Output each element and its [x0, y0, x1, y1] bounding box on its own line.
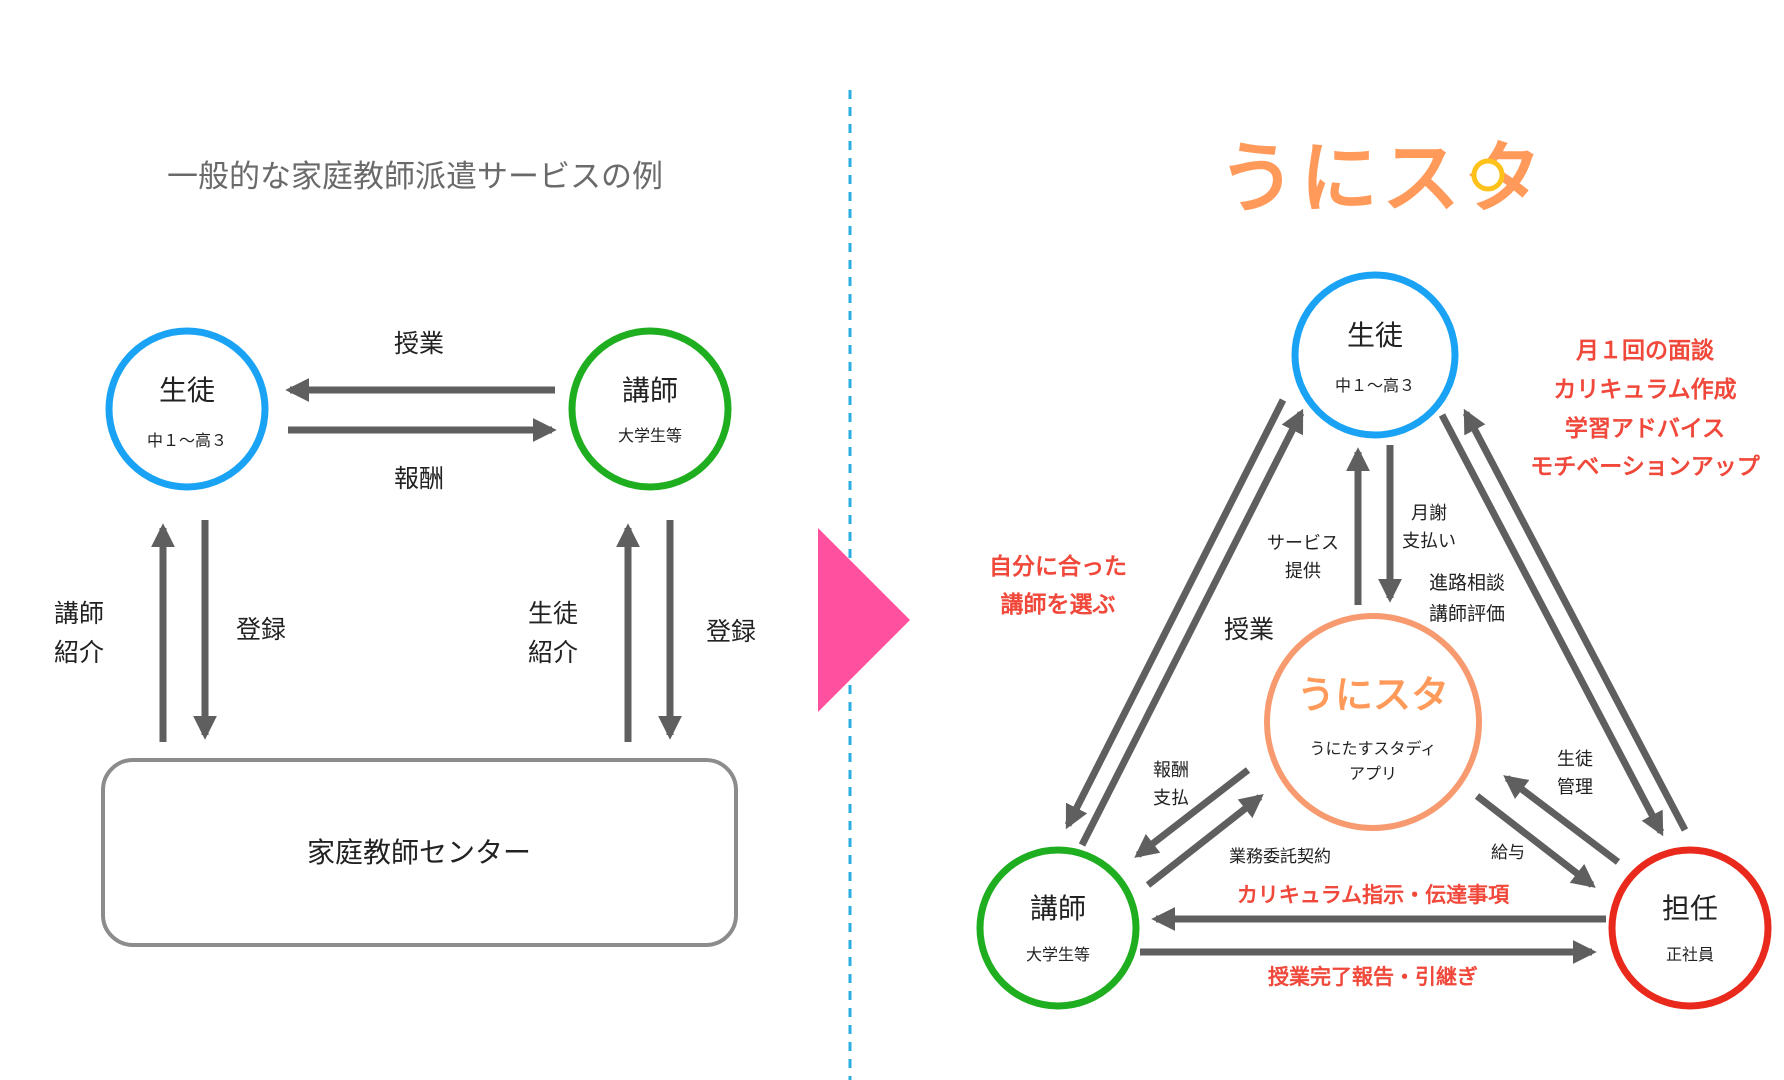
right-app-node: うにスタ うにたすスタディ アプリ: [1264, 613, 1482, 831]
transition-chevron: [818, 528, 910, 712]
consult-label-2: 講師評価: [1429, 603, 1505, 625]
tutor-ring: [568, 327, 732, 491]
student-grade: 中１〜高３: [1335, 376, 1415, 395]
student-name: 生徒: [159, 374, 215, 407]
monthly-label-1: 月謝: [1411, 503, 1447, 524]
tutor-sub: 大学生等: [618, 426, 682, 445]
lesson-label: 授業: [1224, 615, 1274, 644]
tutor-name: 講師: [622, 374, 678, 407]
homeroom-sub: 正社員: [1666, 945, 1714, 964]
student-mgmt-label-1: 生徒: [1557, 749, 1593, 770]
reward-label: 報酬: [394, 464, 444, 493]
student-ring: [1291, 271, 1459, 439]
student-to-homeroom-arrow: [1438, 413, 1665, 837]
salary-label: 給与: [1491, 843, 1525, 863]
register-right-label: 登録: [706, 617, 756, 646]
homeroom-role-1: 月１回の面談: [1575, 337, 1715, 364]
tutor-sub: 大学生等: [1026, 945, 1090, 964]
sun-icon: [1471, 158, 1505, 192]
app-ring: [1264, 613, 1482, 831]
homeroom-role-3: 学習アドバイス: [1565, 415, 1725, 442]
curriculum-instruction-label: カリキュラム指示・伝達事項: [1237, 883, 1510, 907]
left-center-node: 家庭教師センター: [101, 758, 738, 947]
app-logo: うにスタ: [1297, 673, 1449, 717]
center-name: 家庭教師センター: [307, 836, 531, 869]
reward-label-1: 報酬: [1153, 760, 1189, 781]
service-label-1: サービス: [1267, 533, 1339, 554]
right-panel: うにスタ 生徒 中１〜高３ 講師 大学生等 担任 正社員 うにスタ うにたすスタ…: [976, 134, 1772, 1010]
homeroom-ring: [1608, 846, 1772, 1010]
tutor-name: 講師: [1030, 892, 1086, 925]
choose-tutor-label-2: 講師を選ぶ: [1001, 591, 1116, 618]
lesson-report-label: 授業完了報告・引継ぎ: [1268, 965, 1478, 989]
reward-label-2: 支払: [1153, 788, 1189, 809]
homeroom-role-2: カリキュラム作成: [1553, 377, 1736, 403]
student-intro-label-2: 紹介: [528, 638, 578, 667]
right-student-node: 生徒 中１〜高３: [1291, 271, 1459, 439]
lesson-label: 授業: [394, 329, 444, 358]
left-panel: 一般的な家庭教師派遣サービスの例 生徒 中１〜高３ 講師 大学生等 家庭教師セン…: [54, 159, 756, 947]
reward-payment-arrow: [1134, 767, 1251, 858]
left-student-node: 生徒 中１〜高３: [105, 327, 269, 491]
contract-label: 業務委託契約: [1229, 847, 1331, 867]
student-management-arrow: [1503, 775, 1621, 865]
homeroom-to-student-arrow: [1462, 408, 1689, 832]
homeroom-name: 担任: [1662, 892, 1718, 925]
register-left-label: 登録: [236, 615, 286, 644]
left-title: 一般的な家庭教師派遣サービスの例: [167, 159, 663, 195]
tutor-ring: [976, 846, 1140, 1010]
app-name-1: うにたすスタディ: [1310, 739, 1437, 758]
student-name: 生徒: [1347, 319, 1403, 352]
student-to-tutor-arrow: [1064, 398, 1287, 830]
tutor-intro-label-1: 講師: [54, 599, 104, 628]
app-name-2: アプリ: [1349, 764, 1397, 783]
choose-tutor-label-1: 自分に合った: [989, 553, 1127, 580]
brand-logo: うにスタ: [1218, 134, 1542, 224]
student-grade: 中１〜高３: [147, 431, 227, 450]
contract-arrow: [1145, 794, 1264, 888]
right-homeroom-node: 担任 正社員: [1608, 846, 1772, 1010]
salary-arrow: [1474, 793, 1596, 888]
service-label-2: 提供: [1285, 561, 1321, 582]
monthly-label-2: 支払い: [1402, 531, 1456, 552]
homeroom-role-4: モチベーションアップ: [1530, 454, 1761, 480]
right-tutor-node: 講師 大学生等: [976, 846, 1140, 1010]
center-box: [101, 758, 738, 947]
student-intro-label-1: 生徒: [528, 599, 578, 628]
consult-label-1: 進路相談: [1429, 572, 1505, 594]
student-mgmt-label-2: 管理: [1557, 777, 1593, 798]
tutor-intro-label-2: 紹介: [54, 638, 104, 667]
student-ring: [105, 327, 269, 491]
left-tutor-node: 講師 大学生等: [568, 327, 732, 491]
tutor-to-student-arrow: [1078, 408, 1305, 847]
